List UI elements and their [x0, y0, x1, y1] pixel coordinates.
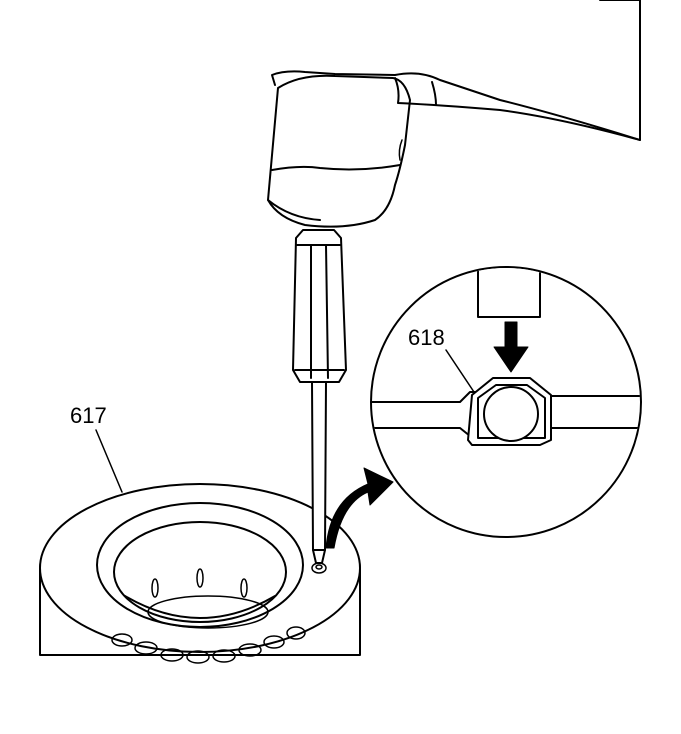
press-arrow	[493, 321, 529, 373]
callout-617: 617	[70, 403, 123, 493]
housing-drum	[39, 483, 361, 664]
screwdriver	[292, 229, 347, 564]
callout-618: 618	[408, 325, 475, 393]
callout-618-label: 618	[408, 325, 445, 350]
callout-617-label: 617	[70, 403, 107, 428]
hand-illustration	[267, 0, 641, 228]
detail-view-arrow	[325, 467, 394, 549]
detail-view-inset	[370, 266, 642, 538]
